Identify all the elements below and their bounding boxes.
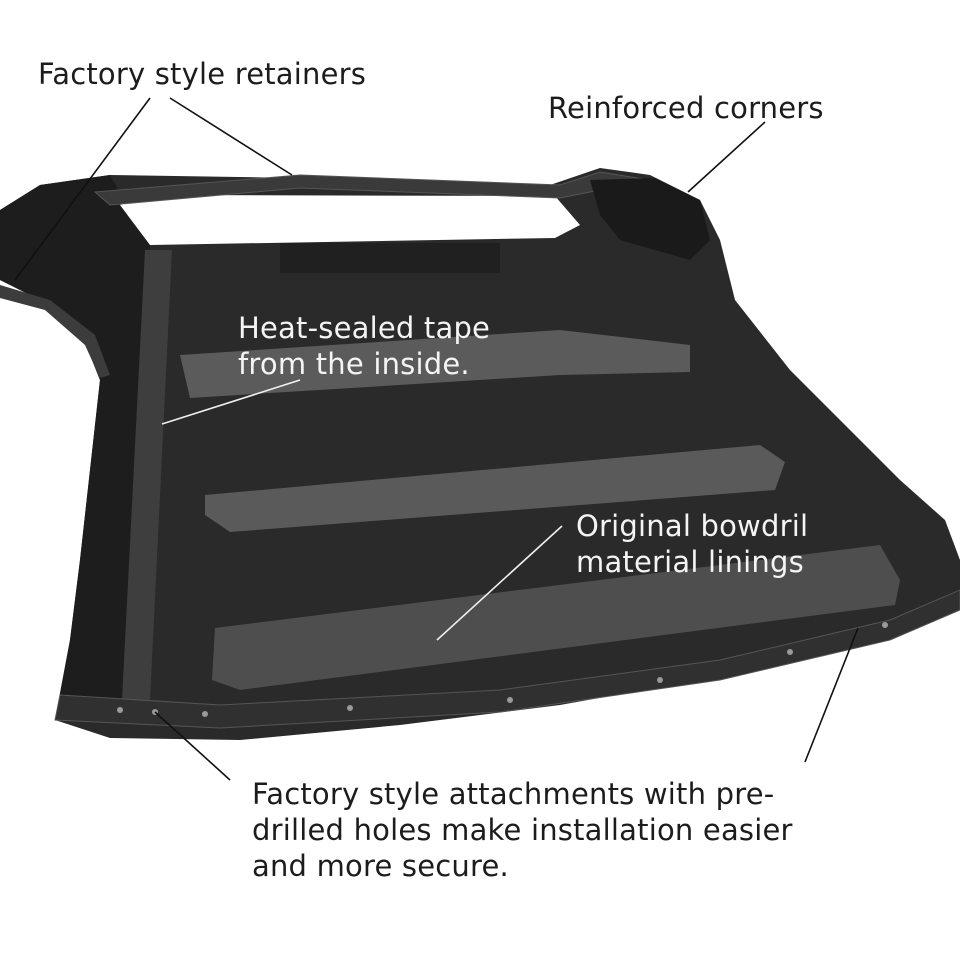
attachments-callout: Factory style attachments with pre- dril… bbox=[252, 776, 793, 884]
tape-callout: Heat-sealed tape from the inside. bbox=[238, 310, 490, 382]
lining-callout-line1: Original bowdril bbox=[576, 509, 809, 543]
tape-strip-upper bbox=[180, 330, 690, 398]
lining-callout-line2: material linings bbox=[576, 545, 804, 579]
lining-callout: Original bowdril material linings bbox=[576, 508, 808, 580]
retainer-callout-line-left bbox=[14, 97, 151, 281]
retainer-callout-line-right bbox=[169, 97, 293, 176]
fabric-left-panel bbox=[0, 175, 150, 720]
attachment-callout-line-right bbox=[804, 627, 859, 763]
callout-lines bbox=[14, 97, 859, 781]
tape-callout-line bbox=[161, 379, 301, 425]
side-seam-strip bbox=[122, 250, 172, 700]
rear-window-opening bbox=[120, 195, 580, 245]
reinforced-corner-patch bbox=[590, 178, 710, 260]
callout-lines-light bbox=[161, 379, 563, 641]
bowdril-lining-panel bbox=[212, 545, 900, 690]
retainers-callout-text: Factory style retainers bbox=[38, 57, 367, 91]
attachments-callout-line2: drilled holes make installation easier bbox=[252, 813, 793, 847]
left-edge-retainer bbox=[0, 285, 110, 378]
corner-callout-line bbox=[687, 121, 766, 193]
tape-strip-middle bbox=[205, 445, 785, 532]
corners-callout-text: Reinforced corners bbox=[548, 91, 824, 125]
tape-callout-line2: from the inside. bbox=[238, 347, 470, 381]
attachment-callout-line-left bbox=[154, 711, 231, 781]
top-flap bbox=[280, 243, 500, 273]
lining-callout-line bbox=[436, 525, 563, 641]
retainers-callout: Factory style retainers bbox=[38, 56, 366, 92]
attachments-callout-line3: and more secure. bbox=[252, 849, 509, 883]
rail-holes bbox=[117, 622, 888, 717]
tape-callout-line1: Heat-sealed tape bbox=[238, 311, 491, 345]
corners-callout: Reinforced corners bbox=[548, 90, 824, 126]
attachments-callout-line1: Factory style attachments with pre- bbox=[252, 777, 775, 811]
